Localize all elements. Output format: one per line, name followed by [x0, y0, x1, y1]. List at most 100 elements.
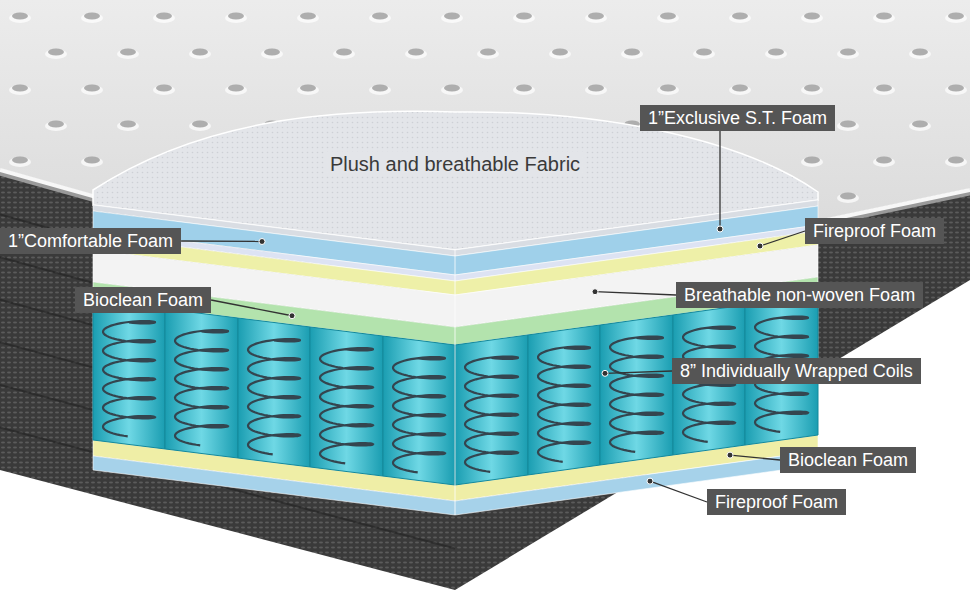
- tuft: [84, 13, 100, 20]
- tuft-highlight: [441, 85, 463, 95]
- corner-edge: [455, 250, 456, 515]
- tuft: [552, 49, 568, 56]
- callout-box: Bioclean Foam: [75, 287, 211, 313]
- tuft: [948, 157, 964, 164]
- tuft-highlight: [729, 13, 751, 23]
- tuft-highlight: [945, 13, 967, 23]
- spring: [103, 321, 155, 436]
- leader-dot: [592, 289, 598, 295]
- tuft: [444, 13, 460, 20]
- tuft-highlight: [693, 49, 715, 59]
- tuft: [408, 49, 424, 56]
- spring: [175, 330, 228, 445]
- tuft: [372, 13, 388, 20]
- tuft-highlight: [585, 13, 607, 23]
- leader-dot: [259, 239, 265, 245]
- tuft-highlight: [189, 121, 211, 131]
- leader-line: [719, 131, 720, 229]
- tuft-highlight: [621, 49, 643, 59]
- tuft: [804, 157, 820, 164]
- tuft-highlight: [657, 85, 679, 95]
- callout-box: Fireproof Foam: [805, 218, 944, 244]
- spring: [393, 357, 445, 472]
- callout-box: 8” Individually Wrapped Coils: [672, 358, 921, 384]
- tuft: [48, 121, 64, 128]
- callout-box: 1”Exclusive S.T. Foam: [640, 105, 835, 131]
- tuft: [588, 13, 604, 20]
- tuft-highlight: [909, 121, 931, 131]
- callout-box: Bioclean Foam: [780, 447, 916, 473]
- tuft: [876, 13, 892, 20]
- callout-text: 1”Comfortable Foam: [8, 231, 173, 251]
- coil-pocket: [528, 325, 600, 475]
- tuft: [876, 85, 892, 92]
- callout-text: Fireproof Foam: [813, 221, 936, 241]
- callout-text: Bioclean Foam: [788, 450, 908, 470]
- tuft: [840, 121, 856, 128]
- tuft: [264, 49, 280, 56]
- tuft: [480, 49, 496, 56]
- spring: [320, 348, 373, 463]
- coil-pocket: [93, 300, 165, 449]
- tuft: [228, 85, 244, 92]
- tuft: [120, 121, 136, 128]
- coil-pocket: [165, 309, 238, 458]
- tuft: [48, 49, 64, 56]
- tuft-highlight: [81, 157, 103, 167]
- tuft-highlight: [81, 85, 103, 95]
- tuft: [732, 85, 748, 92]
- leader-dot: [289, 313, 295, 319]
- tuft: [660, 85, 676, 92]
- fabric-label: Plush and breathable Fabric: [326, 152, 584, 176]
- tuft-highlight: [333, 49, 355, 59]
- coil-pocket: [455, 335, 528, 485]
- tuft: [84, 157, 100, 164]
- tuft: [840, 49, 856, 56]
- tuft-highlight: [117, 49, 139, 59]
- tuft: [804, 85, 820, 92]
- tuft-highlight: [549, 49, 571, 59]
- tuft: [156, 13, 172, 20]
- tuft: [192, 121, 208, 128]
- tuft: [588, 85, 604, 92]
- tuft-highlight: [225, 85, 247, 95]
- tuft: [516, 13, 532, 20]
- spring: [465, 357, 518, 472]
- tuft-highlight: [657, 13, 679, 23]
- leader-dot: [602, 370, 608, 376]
- leader-line: [760, 231, 805, 246]
- callout-box: Fireproof Foam: [707, 489, 846, 515]
- tuft-highlight: [441, 13, 463, 23]
- leader-line: [730, 455, 780, 460]
- spring: [610, 337, 663, 452]
- tuft: [876, 157, 892, 164]
- coil-pocket: [238, 318, 310, 467]
- tuft: [732, 13, 748, 20]
- tuft-highlight: [477, 49, 499, 59]
- tuft-highlight: [9, 85, 31, 95]
- tuft-highlight: [513, 13, 535, 23]
- tuft-highlight: [189, 49, 211, 59]
- cross-section: [93, 111, 818, 515]
- leader-dot: [717, 226, 723, 232]
- tuft: [768, 49, 784, 56]
- tuft: [948, 85, 964, 92]
- tuft-highlight: [909, 49, 931, 59]
- tuft-highlight: [297, 85, 319, 95]
- tuft-highlight: [801, 13, 823, 23]
- callout-text: Bioclean Foam: [83, 290, 203, 310]
- tuft-highlight: [9, 13, 31, 23]
- leader-dot: [727, 452, 733, 458]
- callout-text: 1”Exclusive S.T. Foam: [648, 108, 827, 128]
- tuft: [372, 85, 388, 92]
- tuft-highlight: [297, 13, 319, 23]
- coil-pocket: [383, 336, 455, 485]
- tuft-highlight: [117, 121, 139, 131]
- tuft-highlight: [225, 13, 247, 23]
- tuft-highlight: [153, 13, 175, 23]
- tuft: [228, 13, 244, 20]
- tuft: [516, 85, 532, 92]
- tuft-highlight: [45, 121, 67, 131]
- leader-dot: [757, 243, 763, 249]
